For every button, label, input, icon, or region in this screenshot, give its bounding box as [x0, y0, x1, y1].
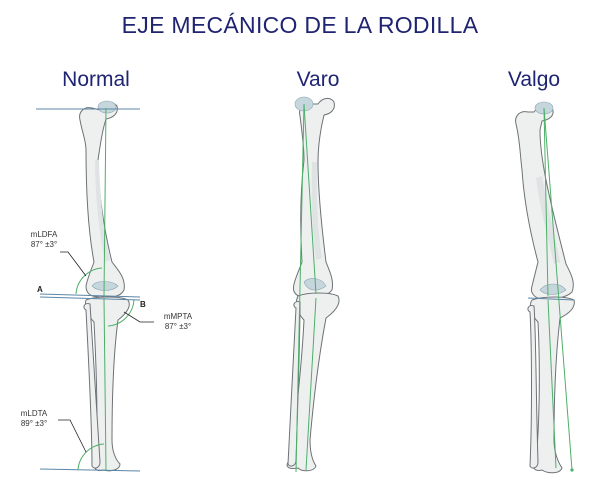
valgus-femoral-axis [543, 107, 549, 297]
page-title: EJE MECÁNICO DE LA RODILLA [121, 12, 479, 38]
valgus-leg [515, 101, 575, 474]
mmpta-name: mMPTA [163, 312, 193, 321]
mmpta-value: 87° ±3° [164, 322, 192, 331]
mldta-annotation: mLDTA 89° ±3° [6, 409, 62, 429]
label-normal: Normal [62, 68, 130, 91]
normal-femoral-head [97, 100, 117, 114]
varus-mechanical-axis [295, 103, 305, 473]
mldta-name: mLDTA [20, 409, 48, 418]
valgus-ankle-point [570, 468, 574, 472]
point-a-label: A [37, 285, 43, 294]
valgus-knee-line [527, 297, 575, 301]
varus-tibial-axis [305, 297, 317, 471]
valgus-fibula [527, 305, 539, 469]
mldta-value: 89° ±3° [20, 419, 48, 428]
mmpta-annotation: mMPTA 87° ±3° [150, 312, 206, 332]
normal-knee-line-b [39, 296, 141, 301]
label-valgo: Valgo [507, 68, 561, 91]
varus-femoral-axis [303, 103, 317, 295]
varus-leg [286, 96, 340, 473]
mldta-arc [77, 443, 105, 471]
normal-femur [79, 102, 125, 298]
label-varo: Varo [296, 68, 340, 91]
normal-ankle-reference-line [39, 468, 141, 472]
mmpta-arc [107, 299, 135, 327]
normal-leg: A B [36, 100, 154, 472]
mldfa-arc [75, 267, 103, 295]
valgus-mechanical-axis [543, 107, 573, 471]
normal-tibia [85, 296, 130, 472]
mmpta-callout [123, 311, 154, 323]
point-b-label: B [140, 300, 146, 309]
mldfa-callout [60, 251, 87, 277]
valgus-tibial-axis [547, 299, 557, 469]
normal-femoral-mechanical-axis [103, 107, 107, 297]
mldta-callout [58, 419, 87, 453]
mldfa-name: mLDFA [30, 230, 58, 239]
mldfa-value: 87° ±3° [30, 240, 58, 249]
normal-fibula [83, 303, 101, 469]
mldfa-annotation: mLDFA 87° ±3° [14, 230, 74, 250]
normal-tibial-mechanical-axis [103, 297, 107, 471]
normal-knee-line-a [39, 293, 141, 298]
varus-tibia [286, 292, 340, 472]
